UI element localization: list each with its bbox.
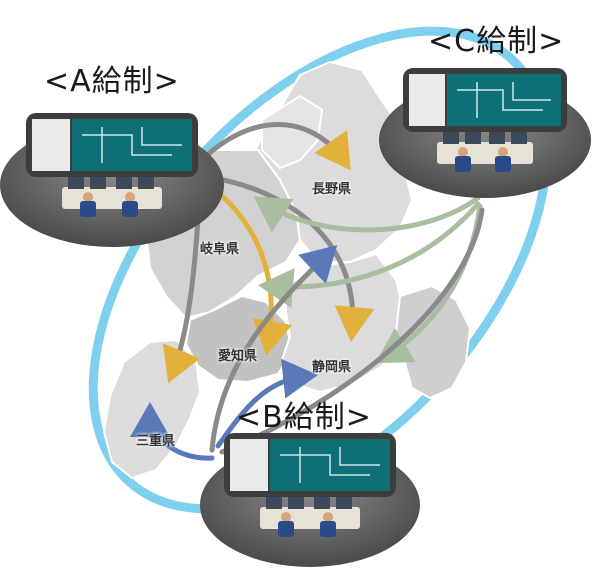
wall-screen <box>224 433 396 497</box>
arrow-b-to-c <box>219 207 485 455</box>
arrow-a-to-nagano <box>197 122 351 171</box>
prefecture-label-gifu: 岐阜県 <box>200 242 240 257</box>
map-north <box>261 94 324 170</box>
center-c-label: <C給制> <box>428 24 565 59</box>
arrow-b-to-shizuoka <box>215 358 318 449</box>
arrow-b-to-gifu <box>209 245 338 453</box>
prefecture-label-nagano: 長野県 <box>312 182 352 197</box>
prefecture-label-shizuoka: 静岡県 <box>312 360 352 375</box>
wall-screen <box>26 113 198 177</box>
center-a-label: <A給制> <box>44 64 180 99</box>
wall-screen <box>403 68 567 132</box>
operator-person-icon <box>455 147 511 172</box>
control-center-a <box>0 113 224 247</box>
control-center-c <box>379 68 591 198</box>
control-center-b <box>200 433 420 567</box>
prefecture-label-aichi: 愛知県 <box>218 349 258 364</box>
arrow-a-to-shizuoka <box>199 173 375 342</box>
operator-person-icon <box>80 192 138 217</box>
center-b-label: <B給制> <box>236 400 372 435</box>
prefecture-label-mie: 三重県 <box>136 434 176 449</box>
operator-person-icon <box>278 512 336 537</box>
arrow-b-to-mie <box>130 402 215 461</box>
arrow-c-to-gifu <box>253 195 481 233</box>
